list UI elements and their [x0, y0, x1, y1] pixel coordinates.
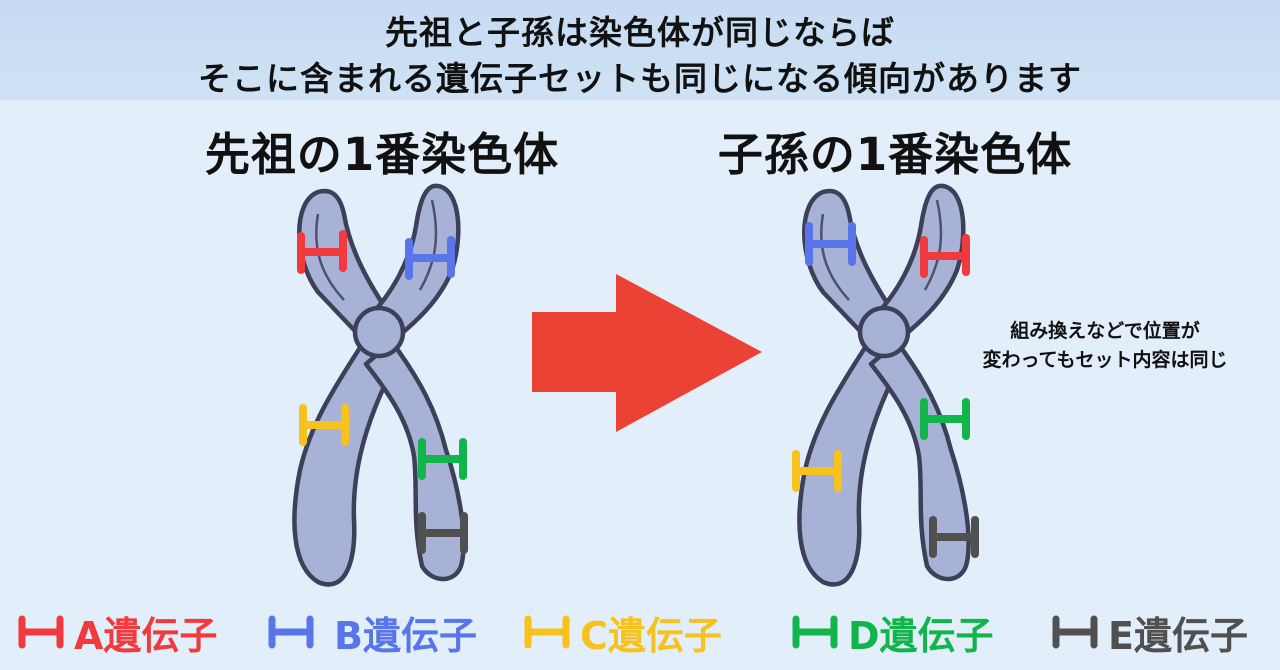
descendant-gene-e-marker — [929, 516, 979, 558]
ancestor-chromatid-line — [315, 213, 345, 301]
gene-c-icon — [524, 615, 570, 649]
legend-label-d: D遺伝子 — [848, 613, 994, 658]
note-line-2: 変わってもセット内容は同じ — [982, 349, 1228, 371]
descendant-title: 子孫の1番染色体 — [717, 128, 1073, 181]
legend-item-b: B遺伝子 — [266, 604, 477, 660]
gene-b-icon — [268, 615, 314, 649]
ancestor-title: 先祖の1番染色体 — [204, 128, 560, 181]
descendant-gene-c-marker — [792, 450, 842, 492]
header-line-1: 先祖と子孫は染色体が同じならば — [385, 13, 895, 52]
descendant-chromatid-line — [820, 213, 850, 301]
header-line-2: そこに含まれる遺伝子セットも同じになる傾向があります — [198, 59, 1082, 98]
ancestor-gene-c-marker — [299, 404, 349, 446]
ancestor-gene-b-marker — [405, 236, 455, 280]
header-banner: 先祖と子孫は染色体が同じならば そこに含まれる遺伝子セットも同じになる傾向があり… — [0, 0, 1280, 100]
legend-label-c: C遺伝子 — [580, 613, 722, 658]
descendant-chromatid-line — [923, 199, 943, 291]
legend-label-a: A遺伝子 — [74, 613, 218, 658]
right-arrow-icon — [532, 274, 762, 432]
descendant-gene-b-marker — [805, 222, 856, 266]
descendant-gene-d-marker — [920, 398, 970, 440]
note-line-1: 組み換えなどで位置が — [1010, 320, 1200, 342]
legend-item-a: A遺伝子 — [16, 604, 217, 660]
gene-e-icon — [1052, 615, 1098, 649]
ancestor-gene-e-marker — [418, 512, 468, 554]
legend-label-e: E遺伝子 — [1108, 613, 1248, 658]
legend-item-d: D遺伝子 — [790, 604, 994, 660]
gene-d-icon — [792, 615, 838, 649]
legend-item-c: C遺伝子 — [522, 604, 722, 660]
ancestor-chromosome — [294, 186, 463, 585]
recombination-note: 組み換えなどで位置が 変わってもセット内容は同じ — [930, 317, 1280, 375]
descendant-gene-a-marker — [920, 234, 970, 278]
ancestor-gene-d-marker — [418, 438, 467, 480]
ancestor-gene-a-marker — [297, 230, 347, 274]
legend-label-b: B遺伝子 — [334, 613, 477, 658]
legend-item-e: E遺伝子 — [1050, 604, 1248, 660]
gene-a-icon — [18, 615, 64, 649]
ancestor-chromatid-line — [418, 199, 438, 291]
